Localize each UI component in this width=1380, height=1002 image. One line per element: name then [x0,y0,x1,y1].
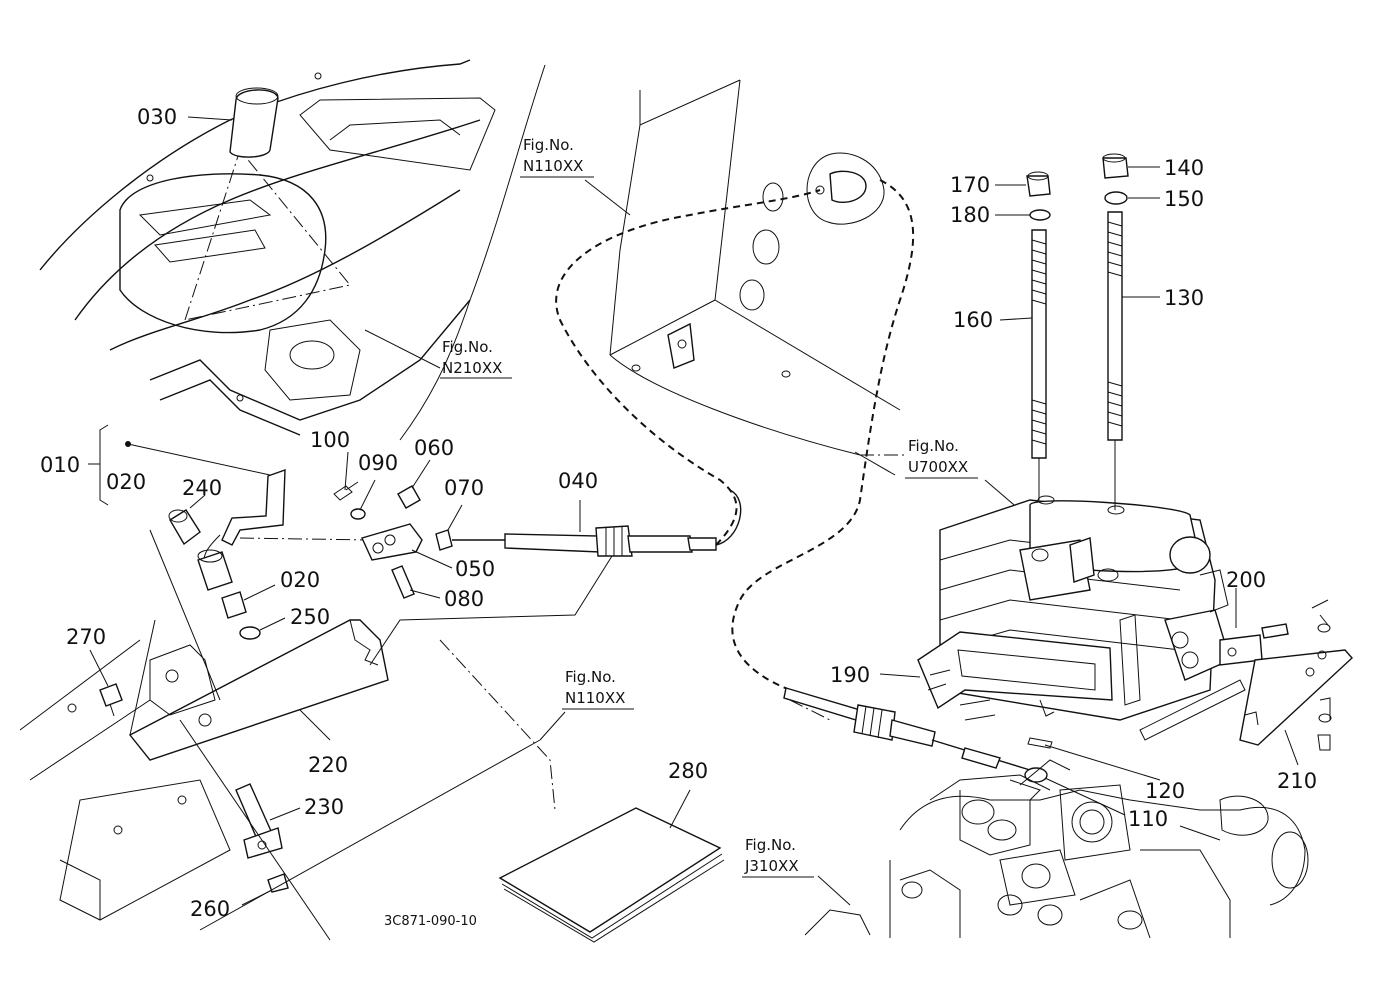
bushing-240 [168,509,201,546]
part-220-label: 220 [308,753,348,777]
part-040-label: 040 [558,469,598,493]
part-260-label: 260 [190,897,230,921]
fig-ref-u700xx-code: U700XX [908,458,968,476]
part-150-label: 150 [1164,187,1204,211]
part-250-label: 250 [290,605,330,629]
fig-ref-n110xx-top-title: Fig.No. [523,136,574,154]
frame-lower-left [19,529,231,921]
pin-080 [391,565,415,599]
part-180-label: 180 [950,203,990,227]
nut-070 [435,529,453,551]
fig-ref-j310xx-title: Fig.No. [745,836,796,854]
pin-230 [235,783,289,893]
fig-ref-n110xx-center-title: Fig.No. [565,668,616,686]
part-020a-label: 020 [106,470,146,494]
bushing-020 [197,549,261,640]
link-arm-210 [1219,599,1353,751]
part-100-label: 100 [310,428,350,452]
part-230-label: 230 [304,795,344,819]
part-010-label: 010 [40,453,80,477]
fig-ref-n110xx-center-code: N110XX [565,689,625,707]
fig-ref-n110xx-top-code: N110XX [523,157,583,175]
brace-icon [99,424,109,506]
clevis-050 [361,523,423,561]
part-210-label: 210 [1277,769,1317,793]
part-160-label: 160 [953,308,993,332]
part-280-label: 280 [668,759,708,783]
manual-booklet-icon [498,807,725,943]
part-240-label: 240 [182,476,222,500]
part-090-label: 090 [358,451,398,475]
stud-160 [1026,171,1051,459]
fig-ref-u700xx-title: Fig.No. [908,437,959,455]
part-130-label: 130 [1164,286,1204,310]
part-070-label: 070 [444,476,484,500]
part-120-label: 120 [1145,779,1185,803]
part-110-label: 110 [1128,807,1168,831]
part-020b-label: 020 [280,568,320,592]
split-pin-100 [333,481,359,501]
fig-ref-n210xx-title: Fig.No. [442,338,493,356]
control-cable-lower [783,687,1053,783]
cable-route-upper [555,189,821,546]
lever-knob-icon [229,87,279,158]
part-200-label: 200 [1226,568,1266,592]
drawing-code: 3C871-090-10 [384,914,477,929]
part-270-label: 270 [66,625,106,649]
fig-ref-n210xx-code: N210XX [442,359,502,377]
stud-130 [1102,153,1129,441]
part-050-label: 050 [455,557,495,581]
clip-060 [397,485,421,509]
fender-console [39,59,546,441]
fig-ref-j310xx-code: J310XX [744,857,799,875]
cabin-panel [609,79,901,456]
bracket-190 [917,631,1113,721]
control-cable-icon [452,489,742,557]
part-190-label: 190 [830,663,870,687]
bolt-270 [99,683,123,717]
washer-090 [350,508,366,520]
part-170-label: 170 [950,173,990,197]
cable-route-lower [731,179,915,691]
bracket-plate-220 [128,619,389,761]
part-060-label: 060 [414,436,454,460]
part-140-label: 140 [1164,156,1204,180]
part-080-label: 080 [444,587,484,611]
part-030-label: 030 [137,105,177,129]
transmission-housing [889,759,1309,939]
